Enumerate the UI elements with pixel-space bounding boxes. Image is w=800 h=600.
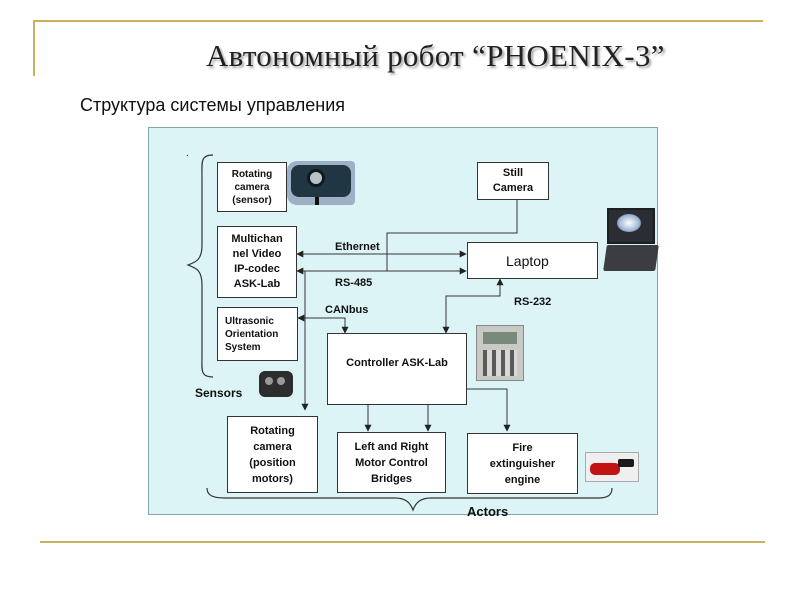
node-laptop: Laptop [467,242,598,279]
actors-brace [206,487,613,512]
label-rs232: RS-232 [514,296,552,308]
node-controller-ask-lab: Controller ASK-Lab [327,333,467,405]
label-canbus: CANbus [325,304,369,316]
stray-dot: . [186,148,189,159]
edge-canbus [297,314,349,334]
node-rotating-camera-motors: Rotating camera (position motors) [227,416,318,493]
label-actors: Actors [467,504,509,519]
label-rs485: RS-485 [335,277,373,289]
laptop-photo-icon [603,208,659,272]
label-ethernet: Ethernet [335,241,380,253]
ultrasonic-sensor-photo-icon [259,371,293,397]
node-motor-control-bridges: Left and Right Motor Control Bridges [337,432,446,493]
fire-extinguisher-photo-icon [585,452,639,482]
camera-photo-icon [287,161,355,205]
slide-title: Автономный робот “PHOENIX-3” [206,38,665,73]
node-still-camera: Still Camera [477,162,549,200]
node-multichannel-video-codec: Multichan nel Video IP-codec ASK-Lab [217,226,297,298]
node-fire-extinguisher-engine: Fire extinguisher engine [467,433,578,494]
label-sensors: Sensors [195,386,243,400]
edge-controller-fire [467,388,511,432]
edge-rs232 [442,278,504,334]
bottom-rule-decoration [40,541,765,543]
node-rotating-camera-sensor: Rotating camera (sensor) [217,162,287,212]
sensors-brace [186,154,214,378]
controller-board-photo-icon [476,325,524,381]
node-ultrasonic-orientation: Ultrasonic Orientation System [217,307,298,361]
slide-subtitle: Структура системы управления [80,95,345,115]
title-frame-decoration [33,20,763,76]
